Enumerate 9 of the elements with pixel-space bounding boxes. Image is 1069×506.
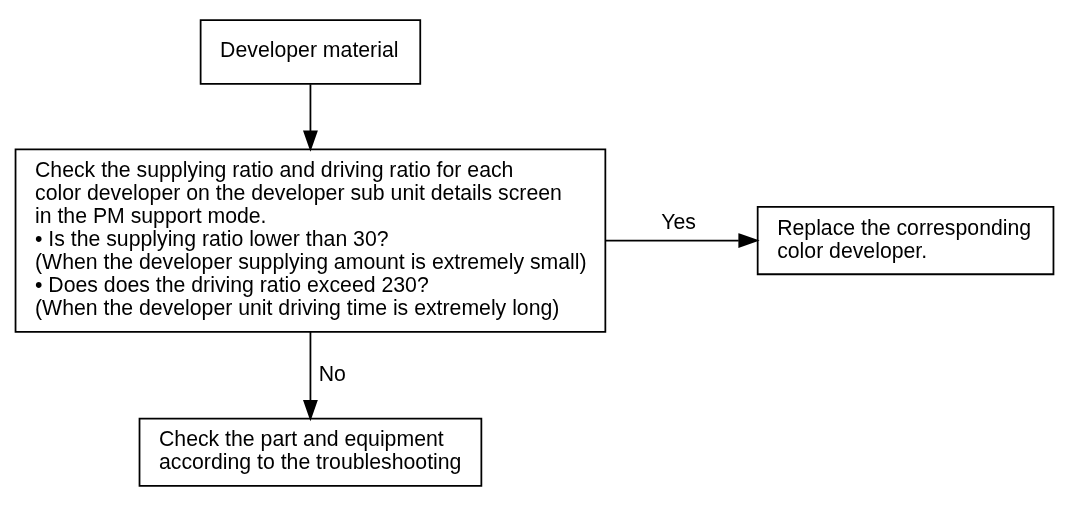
arrow: [604, 233, 760, 249]
edge-label: Yes: [661, 210, 696, 235]
arrow: [303, 330, 318, 422]
arrow: [303, 83, 318, 152]
node-box: Check the part and equipment according to the troubleshooting: [138, 417, 483, 487]
edge-label: No: [318, 361, 346, 386]
node-box: Replace the corresponding color developer.: [756, 206, 1055, 276]
node-box: Check the supplying ratio and driving ratio for each color developer on the developer sub unit details screen in the PM support mode. • Is the supplying ratio lower than 30? (When the developer supplying amount is extremely small) • Does does the driving ratio exceed 230? (When the developer unit driving time is extremely long): [14, 148, 607, 333]
node-box: Developer material: [199, 19, 422, 85]
